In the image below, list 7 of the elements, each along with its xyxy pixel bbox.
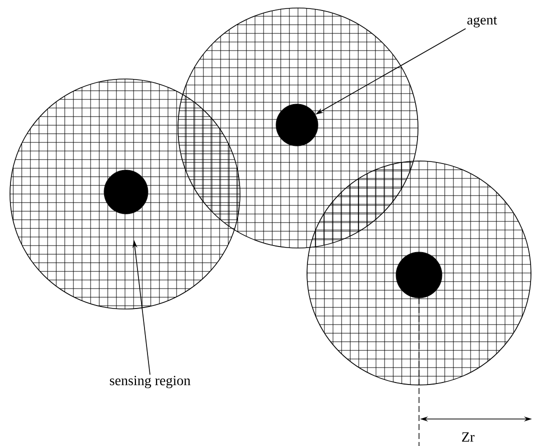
agent-dot bbox=[104, 170, 148, 214]
hatched-circle bbox=[178, 8, 418, 248]
dimension-label: Zr bbox=[462, 432, 474, 442]
agent-dot bbox=[396, 252, 442, 298]
text-label: agent bbox=[467, 16, 498, 28]
agent-dot bbox=[276, 104, 318, 146]
text-label: sensing region bbox=[110, 376, 190, 388]
